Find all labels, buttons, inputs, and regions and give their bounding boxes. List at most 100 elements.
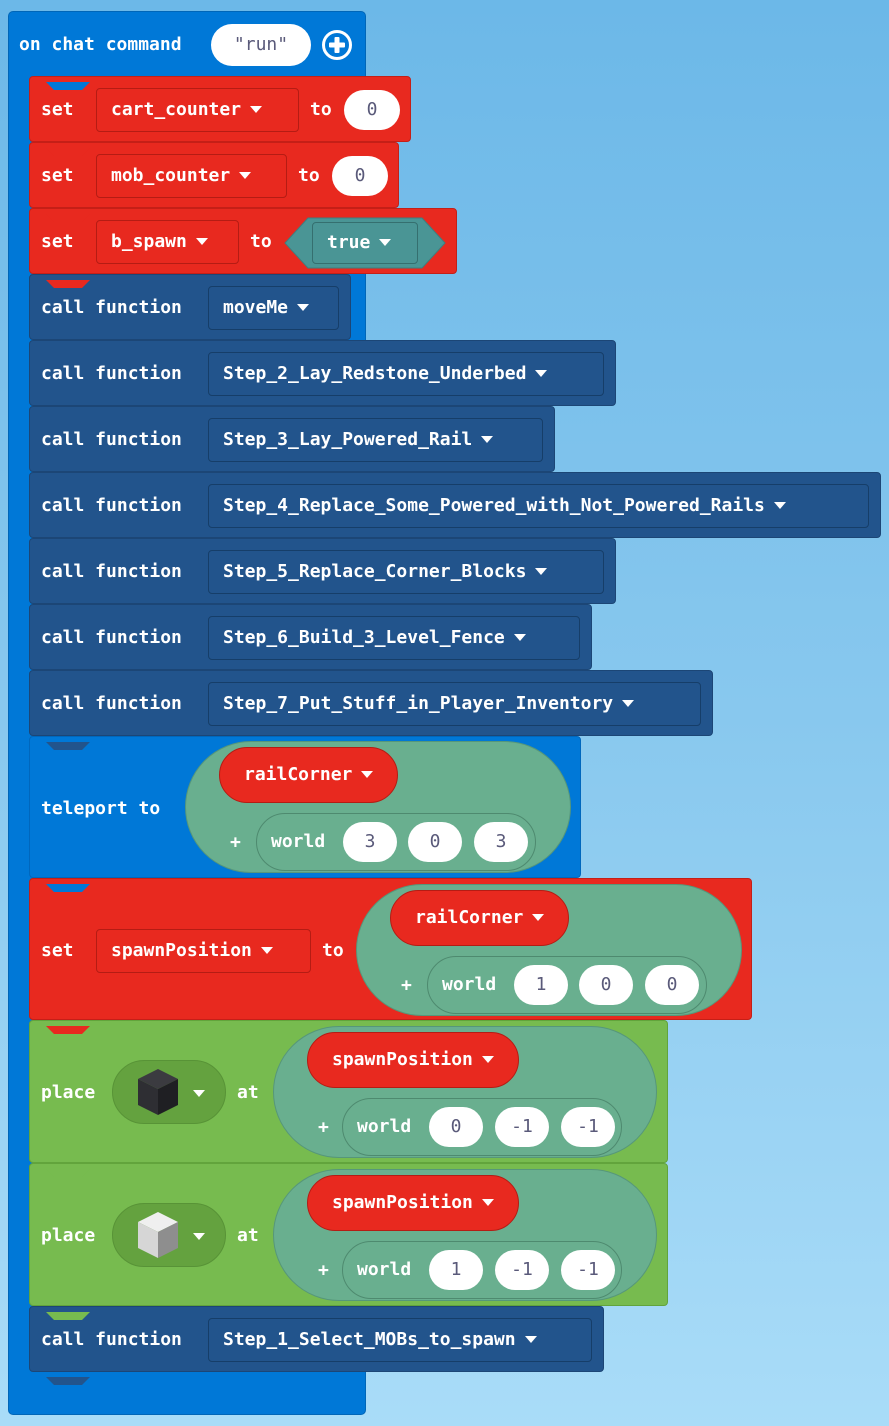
plus-circle-icon[interactable] [321, 29, 353, 61]
chevron-down-icon [379, 238, 392, 246]
connector-notch [46, 406, 90, 420]
place-block-block[interactable]: place at spawnPosition + world 0 -1 -1 [29, 1020, 668, 1163]
position-add-block[interactable]: spawnPosition + world 0 -1 -1 [273, 1026, 657, 1158]
to-label: to [322, 940, 344, 961]
variable-dropdown[interactable]: b_spawn [96, 220, 239, 264]
call-function-block[interactable]: call function Step_4_Replace_Some_Powere… [29, 472, 881, 538]
position-add-block[interactable]: railCorner + world 1 0 0 [356, 884, 742, 1016]
connector-notch [46, 472, 90, 486]
world-position-block[interactable]: world 1 -1 -1 [342, 1241, 622, 1299]
plus-label: + [318, 1260, 329, 1281]
block-picker[interactable] [112, 1060, 226, 1124]
call-function-block[interactable]: call function Step_1_Select_MOBs_to_spaw… [29, 1306, 604, 1385]
position-variable-dropdown[interactable]: spawnPosition [307, 1032, 519, 1088]
chevron-down-icon [481, 1198, 494, 1206]
world-label: world [271, 831, 326, 852]
variable-dropdown[interactable]: spawnPosition [96, 929, 311, 973]
boolean-value-block[interactable]: true [284, 217, 446, 269]
call-function-block[interactable]: call function Step_3_Lay_Powered_Rail [29, 406, 555, 472]
function-dropdown[interactable]: Step_1_Select_MOBs_to_spawn [208, 1318, 592, 1362]
world-position-block[interactable]: world 0 -1 -1 [342, 1098, 622, 1156]
position-variable-dropdown[interactable]: railCorner [390, 890, 570, 946]
variable-name: cart_counter [111, 99, 242, 120]
position-variable-dropdown[interactable]: railCorner [219, 747, 399, 803]
call-function-block[interactable]: call function Step_2_Lay_Redstone_Underb… [29, 340, 616, 406]
function-dropdown[interactable]: Step_2_Lay_Redstone_Underbed [208, 352, 604, 396]
function-name: Step_3_Lay_Powered_Rail [223, 429, 473, 450]
chevron-down-icon [622, 699, 635, 707]
z-coordinate-input[interactable]: 0 [645, 965, 699, 1005]
world-position-block[interactable]: world 3 0 3 [256, 813, 536, 871]
world-position-block[interactable]: world 1 0 0 [427, 956, 707, 1014]
to-label: to [250, 231, 272, 252]
plus-label: + [401, 975, 412, 996]
call-function-label: call function [41, 495, 182, 516]
call-function-block[interactable]: call function Step_5_Replace_Corner_Bloc… [29, 538, 616, 604]
connector-notch [46, 670, 90, 684]
connector-notch [46, 340, 90, 354]
call-function-label: call function [41, 363, 182, 384]
variable-name: mob_counter [111, 165, 231, 186]
set-cart-counter-block[interactable]: set cart_counter to 0 [29, 76, 411, 142]
set-b-spawn-block[interactable]: set b_spawn to true [29, 208, 457, 274]
boolean-dropdown[interactable]: true [312, 222, 418, 264]
variable-dropdown[interactable]: cart_counter [96, 88, 299, 132]
world-label: world [442, 974, 497, 995]
y-coordinate-input[interactable]: 0 [408, 822, 462, 862]
x-coordinate-input[interactable]: 1 [429, 1250, 483, 1290]
z-coordinate-input[interactable]: -1 [561, 1250, 615, 1290]
position-variable: spawnPosition [332, 1049, 473, 1070]
function-dropdown[interactable]: Step_5_Replace_Corner_Blocks [208, 550, 604, 594]
teleport-block[interactable]: teleport to railCorner + world 3 0 3 [29, 736, 581, 878]
position-add-block[interactable]: spawnPosition + world 1 -1 -1 [273, 1169, 657, 1301]
y-coordinate-input[interactable]: -1 [495, 1107, 549, 1147]
to-label: to [298, 165, 320, 186]
y-coordinate-input[interactable]: 0 [579, 965, 633, 1005]
connector-notch [46, 878, 90, 892]
position-variable: spawnPosition [332, 1192, 473, 1213]
connector-notch [46, 1020, 90, 1034]
call-function-block[interactable]: call function moveMe [29, 274, 351, 340]
place-label: place [41, 1082, 96, 1103]
x-coordinate-input[interactable]: 3 [343, 822, 397, 862]
function-name: Step_1_Select_MOBs_to_spawn [223, 1329, 516, 1350]
function-dropdown[interactable]: moveMe [208, 286, 339, 330]
place-label: place [41, 1225, 96, 1246]
variable-name: spawnPosition [111, 940, 252, 961]
value-input[interactable]: 0 [344, 90, 400, 130]
function-name: Step_6_Build_3_Level_Fence [223, 627, 505, 648]
chevron-down-icon [535, 369, 548, 377]
z-coordinate-input[interactable]: 3 [474, 822, 528, 862]
call-function-block[interactable]: call function Step_6_Build_3_Level_Fence [29, 604, 592, 670]
y-coordinate-input[interactable]: -1 [495, 1250, 549, 1290]
value-input[interactable]: 0 [332, 156, 388, 196]
function-dropdown[interactable]: Step_4_Replace_Some_Powered_with_Not_Pow… [208, 484, 869, 528]
connector-tab [46, 1371, 90, 1385]
event-label: on chat command [19, 34, 182, 55]
white-block-icon [138, 1212, 178, 1258]
call-function-label: call function [41, 693, 182, 714]
chevron-down-icon [481, 435, 494, 443]
variable-dropdown[interactable]: mob_counter [96, 154, 287, 198]
set-label: set [41, 940, 74, 961]
position-add-block[interactable]: railCorner + world 3 0 3 [185, 741, 571, 873]
z-coordinate-input[interactable]: -1 [561, 1107, 615, 1147]
function-dropdown[interactable]: Step_6_Build_3_Level_Fence [208, 616, 580, 660]
block-picker[interactable] [112, 1203, 226, 1267]
place-block-block[interactable]: place at spawnPosition + world 1 -1 -1 [29, 1163, 668, 1306]
x-coordinate-input[interactable]: 0 [429, 1107, 483, 1147]
set-mob-counter-block[interactable]: set mob_counter to 0 [29, 142, 399, 208]
at-label: at [237, 1082, 259, 1103]
command-string-input[interactable]: "run" [211, 24, 311, 66]
chevron-down-icon [513, 633, 526, 641]
set-spawn-position-block[interactable]: set spawnPosition to railCorner + world … [29, 878, 752, 1020]
position-variable-dropdown[interactable]: spawnPosition [307, 1175, 519, 1231]
connector-notch [46, 1163, 90, 1177]
function-dropdown[interactable]: Step_7_Put_Stuff_in_Player_Inventory [208, 682, 701, 726]
world-label: world [357, 1259, 412, 1280]
chevron-down-icon [297, 303, 310, 311]
set-label: set [41, 231, 74, 252]
call-function-block[interactable]: call function Step_7_Put_Stuff_in_Player… [29, 670, 713, 736]
function-dropdown[interactable]: Step_3_Lay_Powered_Rail [208, 418, 543, 462]
x-coordinate-input[interactable]: 1 [514, 965, 568, 1005]
